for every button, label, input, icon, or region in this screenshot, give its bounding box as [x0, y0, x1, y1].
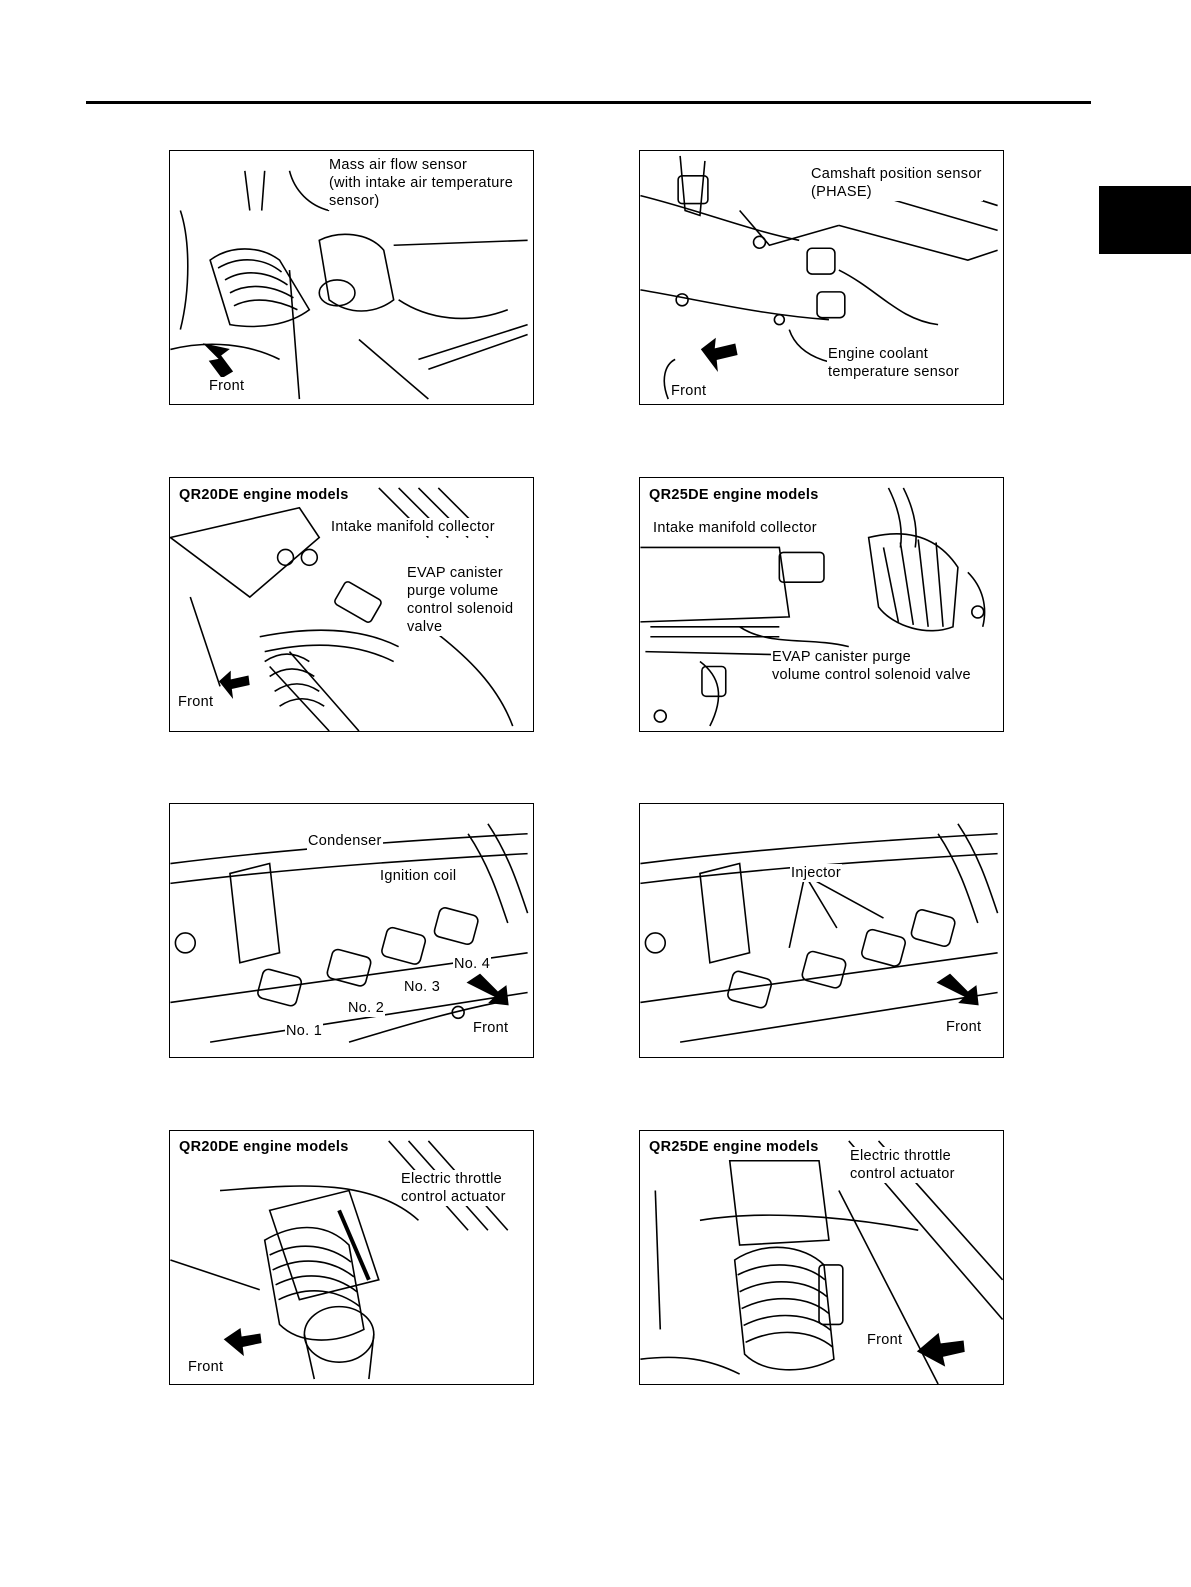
engine-illustration — [170, 1140, 509, 1380]
figure-title: QR25DE engine models — [648, 486, 820, 504]
label-ignition-coil: Ignition coil — [379, 867, 458, 885]
label-front: Front — [208, 377, 246, 395]
label-coil-no-1: No. 1 — [285, 1022, 324, 1040]
label-camshaft-position-sensor: Camshaft position sensor (PHASE) — [810, 165, 983, 201]
figure-qr25de-evap-valve: QR25DE engine models Intake manifold col… — [639, 477, 1004, 732]
label-mass-air-flow-sensor: Mass air flow sensor (with intake air te… — [328, 156, 515, 210]
figure-injectors: Injector Front — [639, 803, 1004, 1058]
label-coil-no-3: No. 3 — [403, 978, 442, 996]
engine-illustration — [640, 487, 986, 727]
label-front: Front — [177, 693, 215, 711]
label-evap-canister-valve: EVAP canister purge volume control solen… — [771, 648, 972, 684]
engine-illustration — [170, 487, 514, 731]
figure-title: QR20DE engine models — [178, 1138, 350, 1156]
figure-qr25de-throttle-actuator: QR25DE engine models Electric throttle c… — [639, 1130, 1004, 1385]
label-front: Front — [866, 1331, 904, 1349]
label-electric-throttle-control-actuator: Electric throttle control actuator — [849, 1147, 956, 1183]
figure-title: QR20DE engine models — [178, 486, 350, 504]
label-electric-throttle-control-actuator: Electric throttle control actuator — [400, 1170, 507, 1206]
label-condenser: Condenser — [307, 832, 383, 850]
section-tab-marker — [1099, 186, 1191, 254]
figure-mass-air-flow-sensor: Mass air flow sensor (with intake air te… — [169, 150, 534, 405]
figure-title: QR25DE engine models — [648, 1138, 820, 1156]
label-coil-no-2: No. 2 — [347, 999, 386, 1017]
label-evap-canister-valve: EVAP canister purge volume control solen… — [406, 564, 515, 636]
header-rule — [86, 101, 1091, 104]
label-front: Front — [945, 1018, 983, 1036]
engine-illustration — [640, 823, 999, 1043]
figure-qr20de-evap-valve: QR20DE engine models Intake manifold col… — [169, 477, 534, 732]
figure-ignition-coils: Condenser Ignition coil No. 1 No. 2 No. … — [169, 803, 534, 1058]
label-intake-manifold-collector: Intake manifold collector — [652, 519, 818, 537]
figure-qr20de-throttle-actuator: QR20DE engine models Electric throttle c… — [169, 1130, 534, 1385]
label-front: Front — [472, 1019, 510, 1037]
engine-illustration — [640, 155, 998, 400]
label-coil-no-4: No. 4 — [453, 955, 492, 973]
figure-camshaft-coolant-sensors: Camshaft position sensor (PHASE) Engine … — [639, 150, 1004, 405]
engine-illustration — [170, 170, 528, 400]
label-intake-manifold-collector: Intake manifold collector — [330, 518, 496, 536]
label-front: Front — [670, 382, 708, 400]
label-engine-coolant-temperature-sensor: Engine coolant temperature sensor — [827, 345, 961, 381]
label-injector: Injector — [790, 864, 842, 882]
label-front: Front — [187, 1358, 225, 1376]
